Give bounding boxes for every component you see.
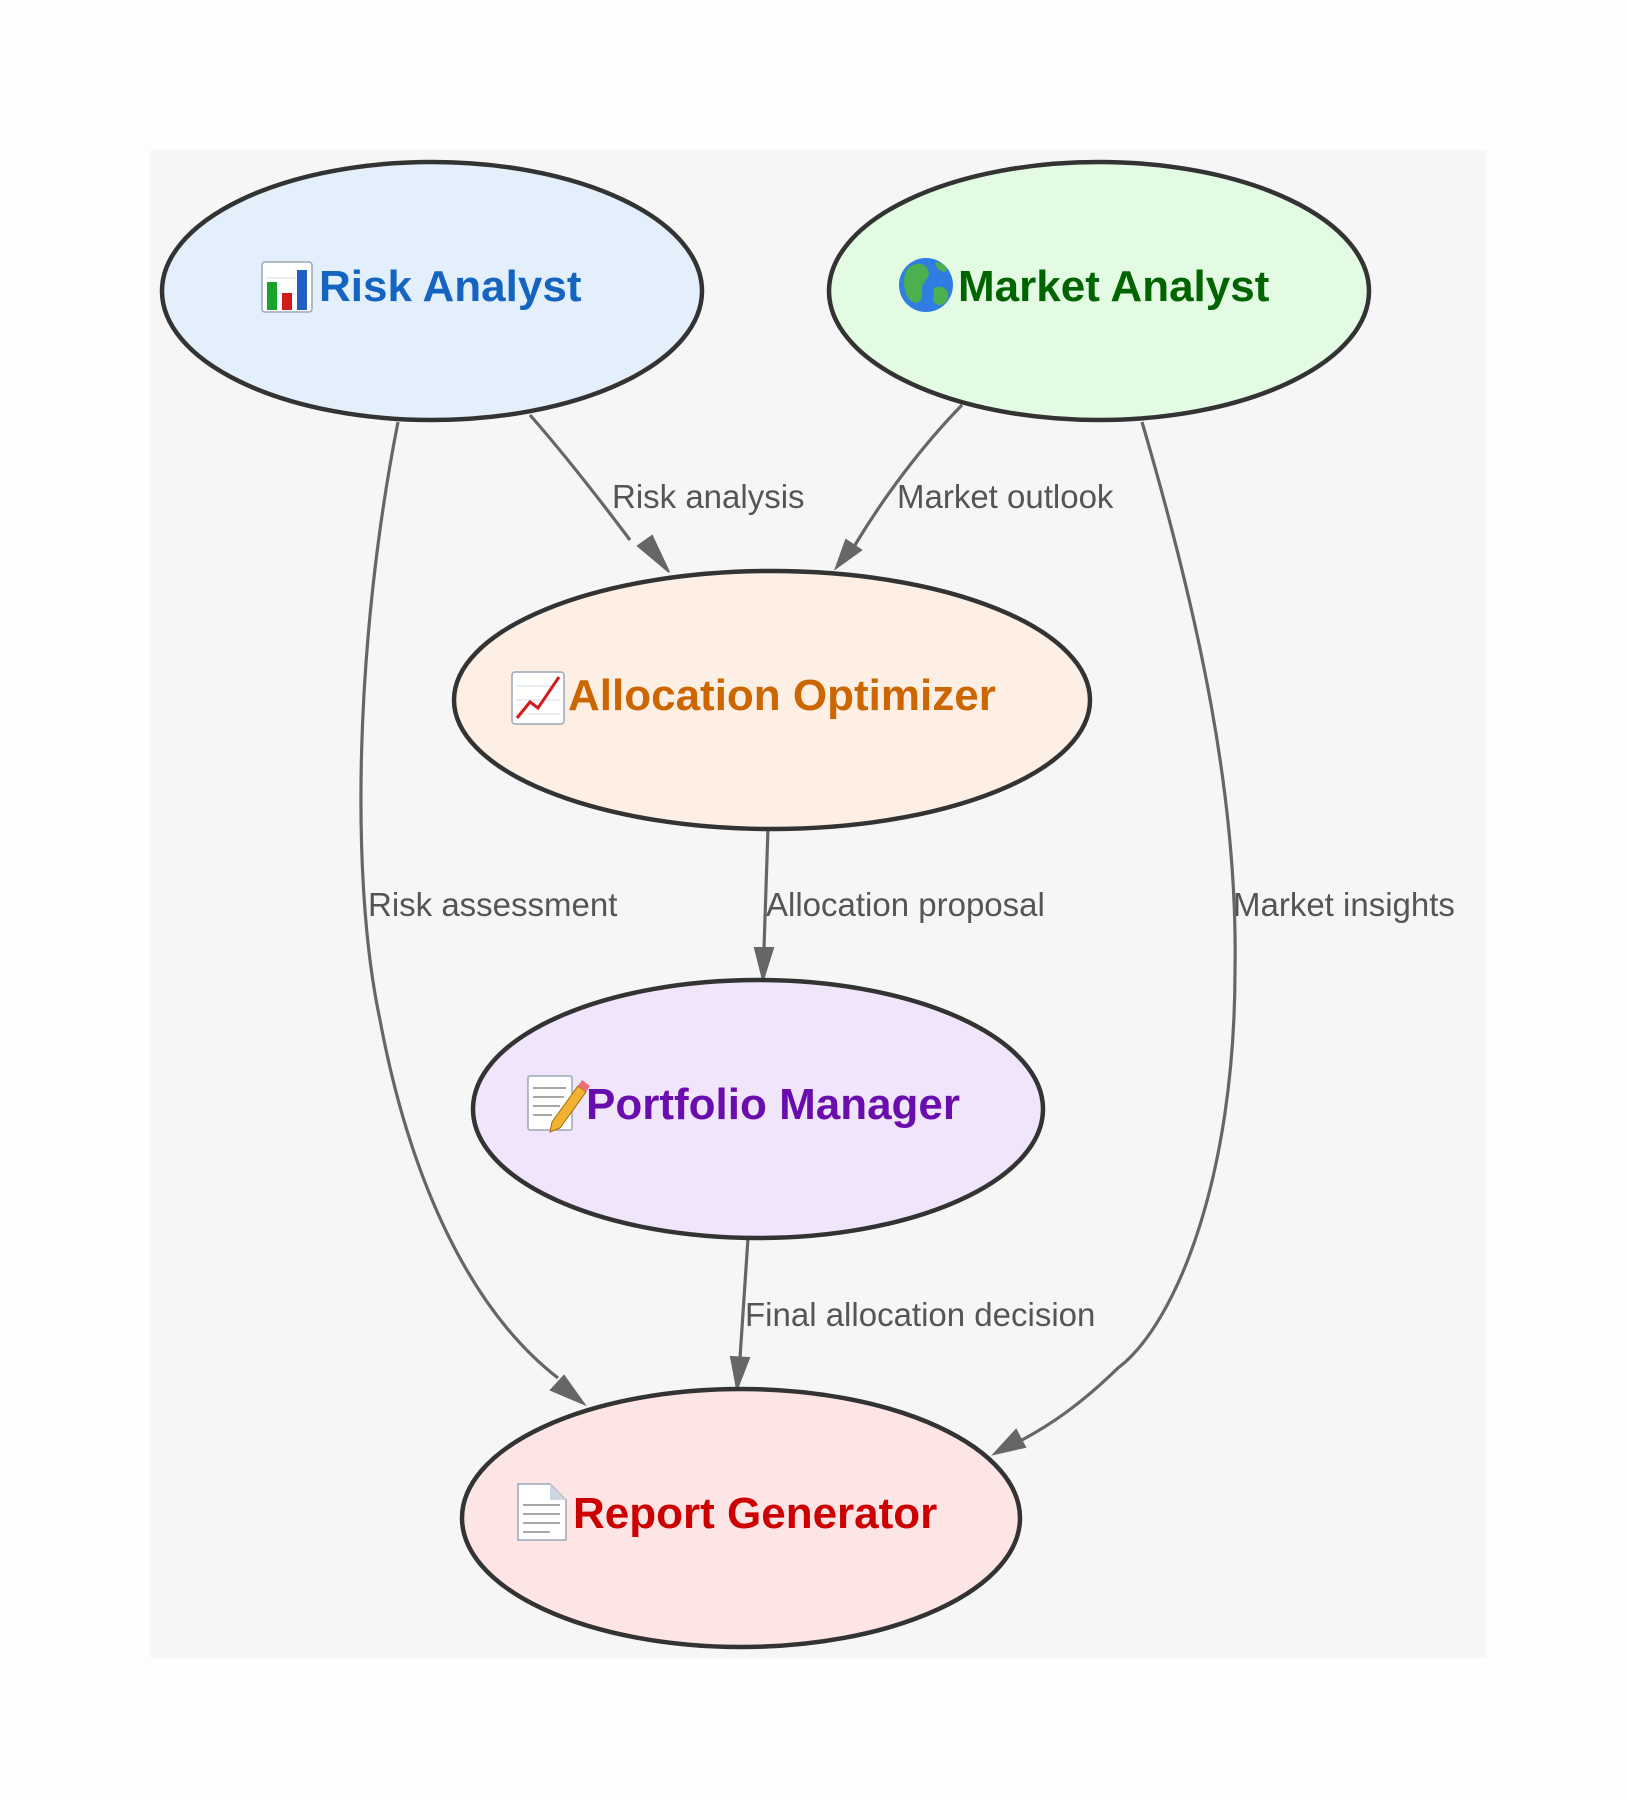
node-portfolio-manager[interactable]: Portfolio Manager <box>470 977 1046 1241</box>
edge-label-allocation-proposal: Allocation proposal <box>766 886 1045 923</box>
node-allocation-optimizer[interactable]: Allocation Optimizer <box>451 568 1093 832</box>
edge-market-to-alloc-arrow <box>833 538 863 571</box>
edge-market-to-alloc <box>853 403 964 546</box>
node-portfolio-manager-shape <box>470 977 1046 1241</box>
edge-label-market-outlook: Market outlook <box>897 478 1114 515</box>
edge-pm-to-report-arrow <box>729 1355 751 1393</box>
node-report-generator-label: Report Generator <box>573 1489 937 1538</box>
edge-risk-to-report-arrow <box>549 1374 587 1407</box>
edge-label-risk-analysis: Risk analysis <box>612 478 805 515</box>
node-portfolio-manager-label: Portfolio Manager <box>586 1080 960 1129</box>
edge-alloc-to-pm <box>762 827 770 949</box>
globe-icon <box>899 258 953 312</box>
node-report-generator[interactable]: Report Generator <box>459 1386 1023 1650</box>
node-report-generator-shape <box>459 1386 1023 1650</box>
edge-market-to-report <box>1021 421 1237 1442</box>
page-icon <box>517 1483 567 1541</box>
node-risk-analyst-shape <box>159 159 705 423</box>
node-market-analyst-shape <box>826 159 1372 423</box>
bar-chart-icon <box>261 261 313 313</box>
edge-risk-to-alloc-arrow <box>636 534 670 573</box>
edge-pm-to-report <box>738 1237 750 1359</box>
edge-labels: Risk analysis Market outlook Allocation … <box>368 478 1455 1333</box>
edge-label-final-allocation-decision: Final allocation decision <box>745 1296 1095 1333</box>
edge-risk-to-report <box>359 421 559 1380</box>
node-allocation-optimizer-label: Allocation Optimizer <box>568 671 996 720</box>
edge-label-market-insights: Market insights <box>1233 886 1455 923</box>
node-risk-analyst[interactable]: Risk Analyst <box>159 159 705 423</box>
node-market-analyst[interactable]: Market Analyst <box>826 159 1372 423</box>
node-risk-analyst-label: Risk Analyst <box>319 262 582 311</box>
edge-label-risk-assessment: Risk assessment <box>368 886 617 923</box>
edge-market-to-report-arrow <box>991 1428 1027 1456</box>
node-market-analyst-label: Market Analyst <box>958 262 1270 311</box>
edges <box>359 403 1237 1456</box>
edge-alloc-to-pm-arrow <box>753 947 775 984</box>
chart-increasing-icon <box>511 671 565 725</box>
memo-icon <box>527 1075 590 1133</box>
node-allocation-optimizer-shape <box>451 568 1093 832</box>
edge-risk-to-alloc <box>528 413 632 541</box>
